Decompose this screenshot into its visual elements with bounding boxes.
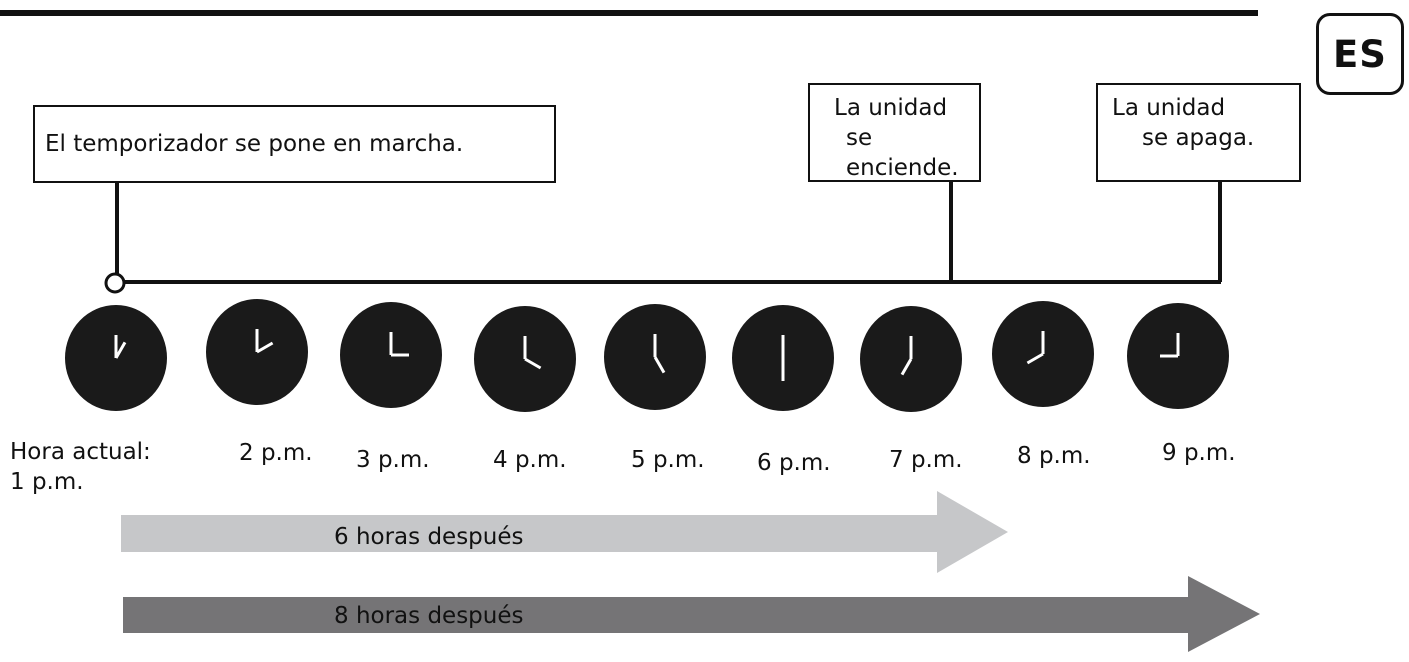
unit-off-callout: La unidad se apaga. bbox=[1096, 83, 1301, 182]
hour-hand bbox=[1026, 352, 1044, 365]
unit-off-line1: La unidad bbox=[1112, 95, 1226, 121]
clock-icon bbox=[992, 301, 1094, 407]
clocks-row bbox=[65, 299, 1229, 412]
clock-icon bbox=[65, 305, 167, 411]
clock-icon bbox=[732, 305, 834, 411]
hour-hand bbox=[114, 341, 127, 359]
start-marker bbox=[104, 272, 126, 294]
current-time-line2: 1 p.m. bbox=[10, 469, 84, 495]
timer-start-callout: El temporizador se pone en marcha. bbox=[33, 105, 556, 183]
connector-lines bbox=[115, 182, 1222, 284]
six-hours-label: 6 horas después bbox=[334, 524, 524, 550]
current-time-line1: Hora actual: bbox=[10, 439, 151, 465]
language-badge: ES bbox=[1316, 13, 1404, 95]
time-label-7pm: 7 p.m. bbox=[889, 447, 963, 473]
time-label-6pm: 6 p.m. bbox=[757, 450, 831, 476]
clock-icon bbox=[1127, 303, 1229, 409]
hour-hand bbox=[524, 357, 542, 370]
unit-on-line2: se enciende. bbox=[846, 125, 959, 181]
unit-on-callout: La unidad se enciende. bbox=[808, 83, 981, 182]
six-hours-arrow bbox=[121, 491, 1008, 573]
unit-on-line1: La unidad bbox=[834, 95, 948, 121]
clock-icon bbox=[340, 302, 442, 408]
current-time-label: Hora actual: 1 p.m. bbox=[10, 437, 151, 497]
top-rule bbox=[0, 10, 1258, 16]
time-label-4pm: 4 p.m. bbox=[493, 447, 567, 473]
time-label-3pm: 3 p.m. bbox=[356, 447, 430, 473]
hour-hand bbox=[900, 358, 913, 376]
eight-hours-label: 8 horas después bbox=[334, 603, 524, 629]
time-label-8pm: 8 p.m. bbox=[1017, 443, 1091, 469]
clock-icon bbox=[206, 299, 308, 405]
time-label-9pm: 9 p.m. bbox=[1162, 440, 1236, 466]
eight-hours-arrow bbox=[123, 576, 1260, 652]
hour-hand bbox=[653, 356, 666, 374]
clock-icon bbox=[860, 306, 962, 412]
time-label-2pm: 2 p.m. bbox=[239, 440, 313, 466]
time-label-5pm: 5 p.m. bbox=[631, 447, 705, 473]
hour-hand bbox=[256, 341, 274, 354]
timer-start-text: El temporizador se pone en marcha. bbox=[45, 131, 464, 157]
unit-off-line2: se apaga. bbox=[1142, 125, 1255, 151]
clock-icon bbox=[474, 306, 576, 412]
clock-icon bbox=[604, 304, 706, 410]
